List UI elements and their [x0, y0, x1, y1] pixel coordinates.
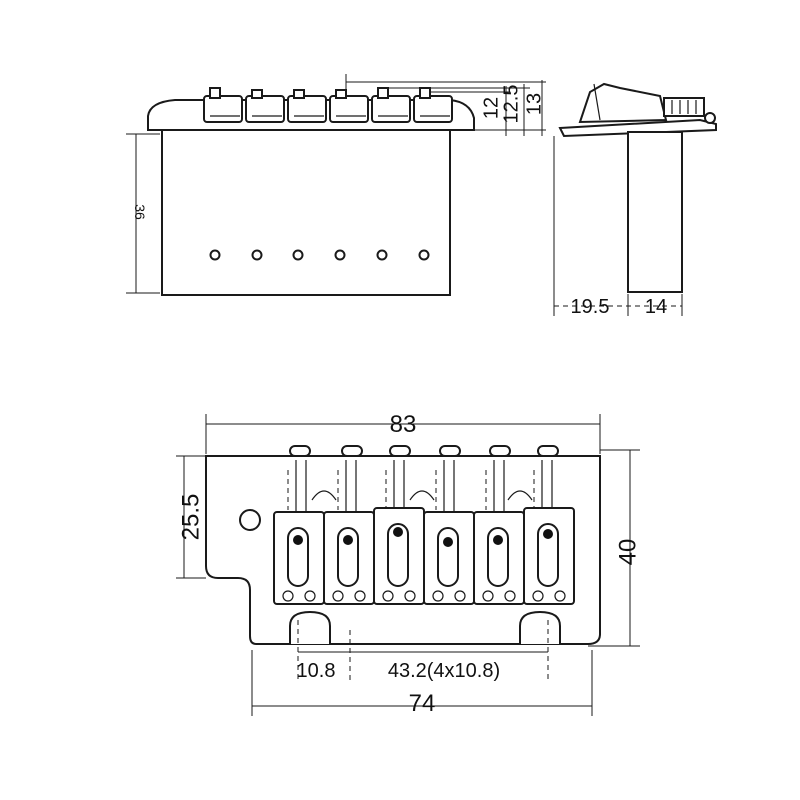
dim-36-label: 36	[132, 204, 148, 220]
dim-stack-12: 12 12.5 13	[345, 74, 546, 136]
top-view-string-anchors	[289, 445, 559, 457]
front-view-saddles	[203, 87, 453, 123]
dim-12-5-label: 12.5	[500, 85, 522, 124]
side-view-saddle	[578, 82, 668, 124]
dim-10-8-label: 10.8	[297, 660, 336, 682]
dim-83-label: 83	[390, 411, 417, 438]
dim-19-5-label: 19.5	[571, 296, 610, 318]
side-view: 19.5 14	[553, 82, 717, 318]
top-view-saddles	[273, 507, 575, 605]
dim-25-5: 25.5	[176, 455, 206, 579]
dim-spacing: 10.8 43.2(4x10.8)	[297, 620, 549, 682]
dim-36: 36	[126, 133, 160, 294]
dim-12-label: 12	[480, 97, 502, 119]
side-view-block	[627, 131, 683, 293]
dim-74: 74	[251, 650, 593, 717]
dim-43-2-label: 43.2(4x10.8)	[388, 660, 500, 682]
dim-40: 40	[588, 449, 641, 647]
front-view-block	[161, 129, 451, 296]
dim-83: 83	[205, 411, 601, 454]
dim-25-5-label: 25.5	[177, 494, 204, 541]
top-view-slot-right	[519, 610, 561, 644]
top-view-slot-left	[289, 610, 331, 644]
side-view-base-plate	[558, 118, 717, 138]
front-view: 36 12 12.5 13	[126, 74, 546, 296]
top-view: 83 25.5 40 10.8 43.2(4x10.8)	[176, 411, 641, 717]
top-view-intonation-screws	[287, 460, 553, 512]
dim-14-label: 14	[645, 296, 667, 318]
front-view-holes	[209, 249, 430, 261]
dim-74-label: 74	[409, 690, 436, 717]
top-view-screw-hole	[239, 509, 261, 531]
dim-40-label: 40	[614, 539, 641, 566]
dim-13-label: 13	[523, 93, 545, 115]
